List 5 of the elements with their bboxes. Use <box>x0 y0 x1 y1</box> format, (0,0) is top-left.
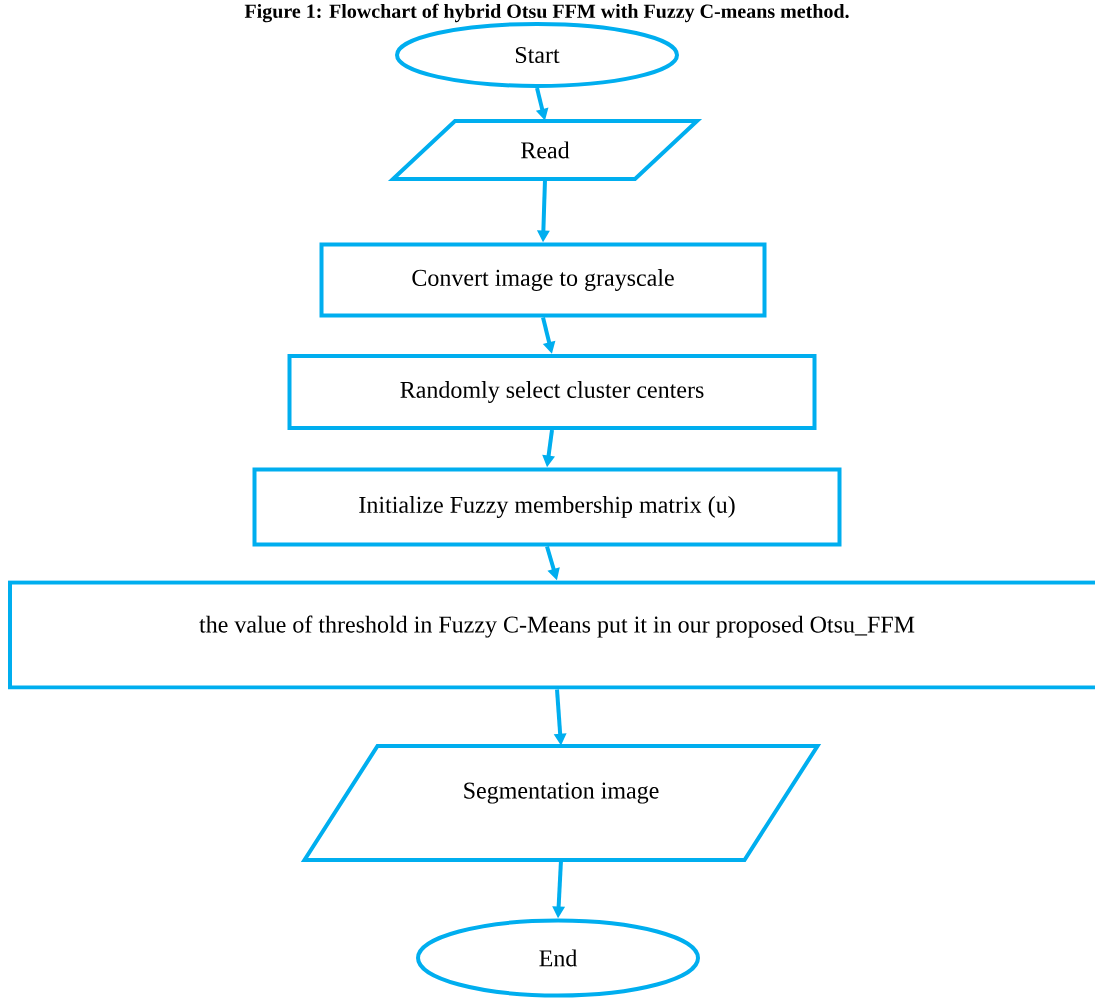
process-box: the value of threshold in Fuzzy C-Means put it in our proposed Otsu_FFM <box>8 580 1095 690</box>
title: Figure 1: Flowchart of hybrid Otsu FFM with Fuzzy C-means method. <box>244 3 849 23</box>
process-box: Initialize Fuzzy membership matrix (u) <box>252 467 842 547</box>
process-box: Convert image to grayscale <box>319 242 767 318</box>
process-box: Randomly select cluster centers <box>287 354 817 430</box>
